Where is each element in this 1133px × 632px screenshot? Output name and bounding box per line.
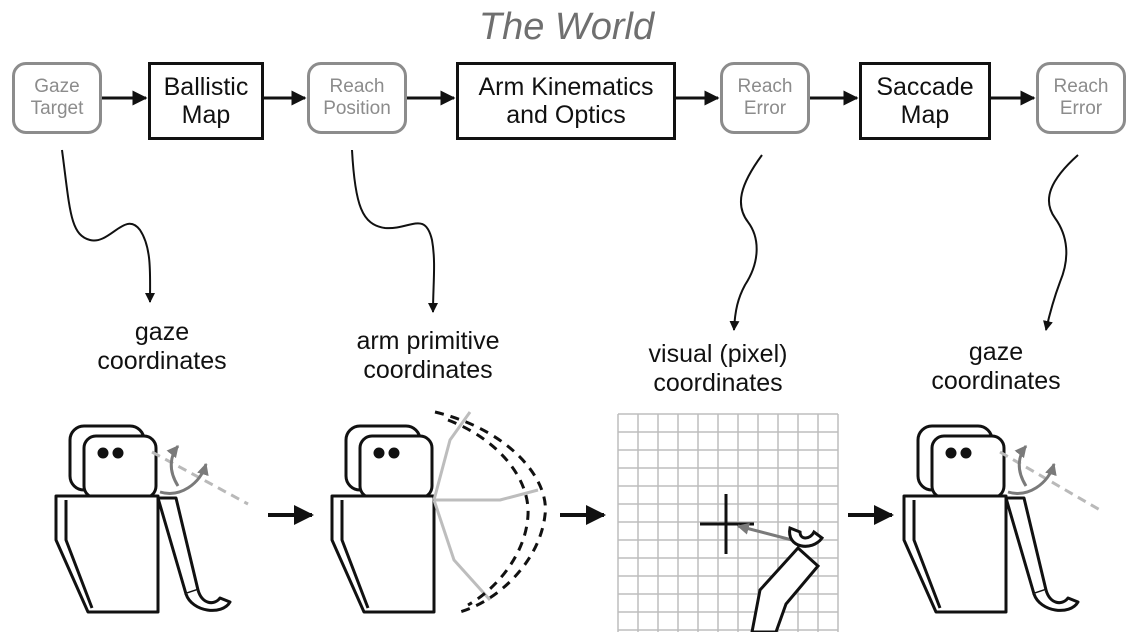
frame-label-arm-primitive: arm primitive coordinates <box>356 327 500 384</box>
frame-label-visual-pixel: visual (pixel) coordinates <box>648 340 788 397</box>
robot-figure-gaze-2 <box>902 424 1101 614</box>
signal-reach-error-1: Reach Error <box>720 62 810 134</box>
squiggle-1 <box>61 149 156 303</box>
pixel-view-arm <box>700 494 825 632</box>
frame-label-gaze-1: gaze coordinates <box>97 318 227 375</box>
squiggle-arrows <box>61 149 1079 331</box>
signal-reach-position: Reach Position <box>307 62 407 134</box>
robot-figure-gaze-1 <box>54 424 249 614</box>
signal-reach-error-2: Reach Error <box>1036 62 1126 134</box>
squiggle-3 <box>729 154 763 331</box>
frame-label-gaze-2: gaze coordinates <box>931 338 1061 395</box>
signal-gaze-target: Gaze Target <box>12 62 102 134</box>
process-ballistic-map: Ballistic Map <box>148 62 264 140</box>
process-saccade-map: Saccade Map <box>859 62 991 140</box>
robot-figure-arm-primitive <box>330 410 547 614</box>
squiggle-2 <box>351 149 439 313</box>
diagram-title: The World <box>478 6 655 48</box>
process-arm-kinematics-optics: Arm Kinematics and Optics <box>456 62 676 140</box>
squiggle-4 <box>1043 154 1079 331</box>
